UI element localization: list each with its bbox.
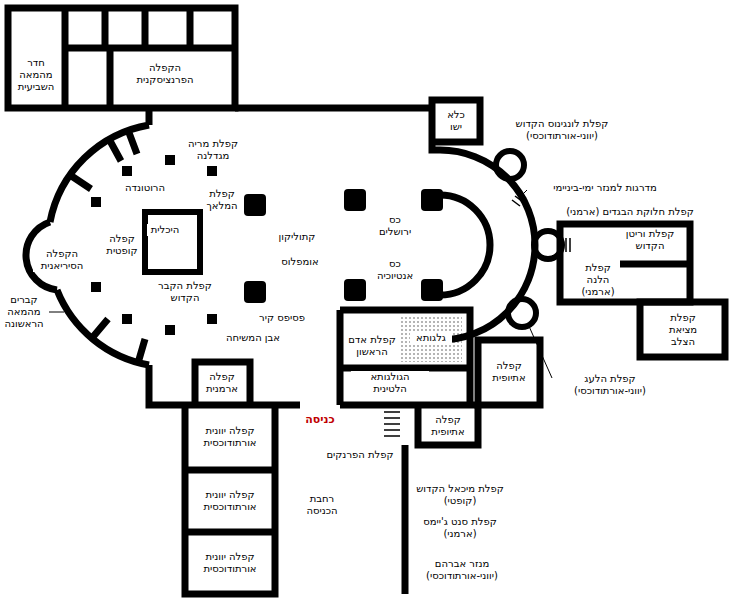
room-label: קפלה יוונית אורתודוכסית — [200, 551, 260, 575]
cross-chapel-wall — [640, 302, 725, 357]
room-label: הקפלה הסיריאנית — [33, 248, 91, 272]
room-label: קפלת הלנה (ארמני) — [577, 262, 619, 298]
room-label: חדר מהמאה השביעית — [12, 57, 60, 93]
room-label: היכלית — [147, 224, 183, 236]
apse-wall — [440, 195, 490, 295]
column — [165, 155, 175, 165]
pillar — [421, 189, 443, 211]
stairs — [384, 412, 400, 436]
column — [91, 197, 101, 207]
room-label: אבן המשיחה — [222, 332, 284, 344]
column — [207, 166, 217, 176]
room-label: קפלת חלוקת הבגדים (ארמני) — [549, 206, 711, 218]
room-label: קפלת וריטן הקדוש — [619, 228, 681, 252]
column — [122, 314, 132, 324]
room-label: קפלה יוונית אורתודוכסית — [200, 489, 260, 513]
aedicule — [145, 212, 200, 272]
leader-line — [521, 190, 527, 196]
pillar — [244, 281, 266, 303]
ethiopian-chapel-wall — [418, 405, 478, 445]
pillar — [344, 189, 366, 211]
leader-line — [528, 324, 552, 378]
pillar — [421, 279, 443, 301]
room-label: קפלת אדם הראשון — [347, 334, 397, 358]
room-label: קפלת מציאת הצלב — [657, 312, 709, 348]
room-label: קפלת הלעג (יווני-אורתודוכסי) — [554, 373, 666, 397]
room-label: קפלה אתיופית — [488, 360, 530, 384]
room-label: קברים מהמאה הראשונה — [2, 294, 46, 330]
room-label: קתוליקון — [271, 231, 323, 243]
calvary-wall — [340, 310, 470, 405]
room-label: כלא ישו — [440, 109, 472, 133]
walls — [8, 8, 725, 594]
room-label: פסיפס קיר — [251, 312, 313, 324]
leaders — [49, 190, 552, 378]
room-label: כס ירושלים — [374, 214, 416, 238]
room-label: כס אנטיוכיה — [372, 258, 418, 282]
room-label: מנזר אברהם (יווני-אורתודוכסי) — [411, 558, 513, 582]
north-wall — [235, 100, 480, 150]
room-label: קפלה קופטית — [103, 233, 141, 257]
room-label: קפלה יוונית אורתודוכסית — [200, 425, 260, 449]
room-label: מדרגות למנזר ימי-ביניימי — [529, 182, 681, 194]
room-label: אומפלוס — [274, 256, 326, 268]
pillar — [244, 194, 266, 216]
stairs — [512, 192, 526, 206]
room-label: קפלה אתיופית — [427, 414, 469, 438]
room-label: קפלה ארמנית — [201, 371, 243, 395]
annex-wall — [8, 8, 235, 108]
armenian-chapel-wall — [195, 362, 250, 405]
room-label: הגולגותא הלטינית — [351, 371, 429, 395]
helena-chapel-wall — [560, 224, 690, 302]
room-label: גלגותא — [410, 332, 452, 344]
small-apse — [496, 151, 524, 179]
stairs — [562, 238, 570, 252]
room-label: קפלת סנט ג'יימס (ארמני) — [414, 516, 506, 540]
courtyard-chapels-wall — [185, 405, 275, 594]
room-label: קפלת המלאך — [204, 188, 240, 212]
inner-wall — [620, 261, 690, 268]
pillar — [344, 279, 366, 301]
room-label: קפלת מיכאל הקדוש (קופטי) — [414, 483, 506, 507]
entrance-label: כניסה — [299, 413, 341, 426]
room-label: הקפלה הפרנציסקנית — [133, 62, 197, 86]
room-label: קפלת הקבר הקדוש — [155, 280, 215, 304]
room-label: קפלת הפרנקים — [319, 449, 401, 461]
column — [165, 325, 175, 335]
radial-wall — [70, 130, 145, 363]
courtyard-wall — [402, 445, 409, 594]
room-label: קפלת מריה מגדלנה — [184, 138, 242, 162]
rotunda-wall — [26, 108, 478, 405]
column — [207, 314, 217, 324]
ethiopian-chapel-wall — [478, 340, 540, 405]
column — [122, 166, 132, 176]
small-apse — [508, 299, 536, 327]
column — [91, 282, 101, 292]
room-label: קפלת לונגינוס הקדוש (יווני-אורתודוכסי) — [501, 118, 623, 142]
columns — [91, 155, 443, 335]
room-label: הרוטונדה — [119, 182, 171, 194]
leader-line — [49, 312, 64, 313]
room-label: רחבת הכניסה — [296, 493, 348, 517]
